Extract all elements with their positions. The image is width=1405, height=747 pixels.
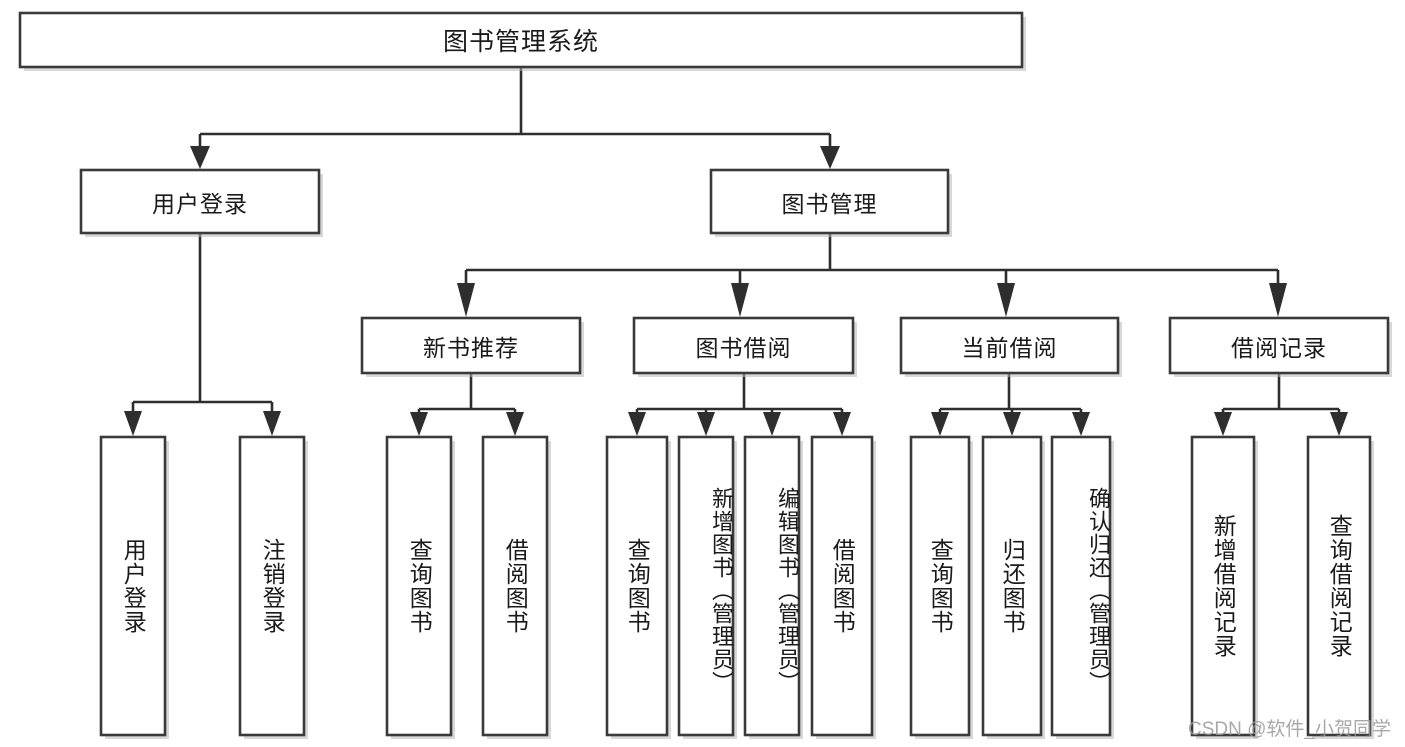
leaf-node-5-box[interactable] <box>677 435 735 737</box>
arrow-borrow-leaf-3 <box>833 412 851 436</box>
edges-layer <box>124 67 1348 436</box>
leaf-node-3-box[interactable] <box>481 435 549 737</box>
arrow-root-to-user-login <box>190 146 210 169</box>
arrow-root-to-book-mgmt <box>820 146 840 169</box>
node-new-book-box[interactable] <box>360 316 582 375</box>
leaf-node-7-box[interactable] <box>810 435 874 737</box>
leaf-node-6-box[interactable] <box>743 435 801 737</box>
arrow-borrow-leaf-0 <box>628 412 646 436</box>
leaf-node-9-box[interactable] <box>981 435 1043 737</box>
leaf-node-2-box[interactable] <box>385 435 453 737</box>
arrow-bookmgmt-to-newbook <box>457 283 475 317</box>
leaf-node-0-box[interactable] <box>99 435 167 737</box>
arrow-bookmgmt-to-records <box>1269 283 1287 317</box>
arrow-records-leaf-1 <box>1330 412 1348 436</box>
leaf-node-12-box[interactable] <box>1306 435 1372 737</box>
node-current-borrow-box[interactable] <box>899 316 1120 375</box>
leaf-node-4-box[interactable] <box>605 435 669 737</box>
leaf-node-10-box[interactable] <box>1050 435 1112 737</box>
node-borrow-records-box[interactable] <box>1168 316 1390 375</box>
arrow-userlogin-leaf-0 <box>124 411 142 436</box>
arrow-newbook-leaf-1 <box>506 412 524 436</box>
arrow-userlogin-leaf-1 <box>263 411 281 436</box>
leaf-node-11-box[interactable] <box>1190 435 1256 737</box>
leaf-node-1-box[interactable] <box>238 435 306 737</box>
arrow-borrow-leaf-1 <box>697 412 715 436</box>
arrow-bookmgmt-to-borrow <box>731 283 749 317</box>
nodes-layer <box>18 11 1392 739</box>
arrow-newbook-leaf-0 <box>410 412 428 436</box>
root-node-box[interactable] <box>18 11 1024 69</box>
arrow-current-leaf-0 <box>931 412 949 436</box>
arrow-current-leaf-2 <box>1072 412 1090 436</box>
node-book-mgmt-box[interactable] <box>709 168 950 235</box>
arrow-current-leaf-1 <box>1003 412 1021 436</box>
leaf-node-8-box[interactable] <box>909 435 971 737</box>
arrow-bookmgmt-to-current <box>997 283 1015 317</box>
arrow-borrow-leaf-2 <box>763 412 781 436</box>
node-book-borrow-box[interactable] <box>632 316 855 375</box>
node-user-login-box[interactable] <box>79 168 321 235</box>
arrow-records-leaf-0 <box>1214 412 1232 436</box>
